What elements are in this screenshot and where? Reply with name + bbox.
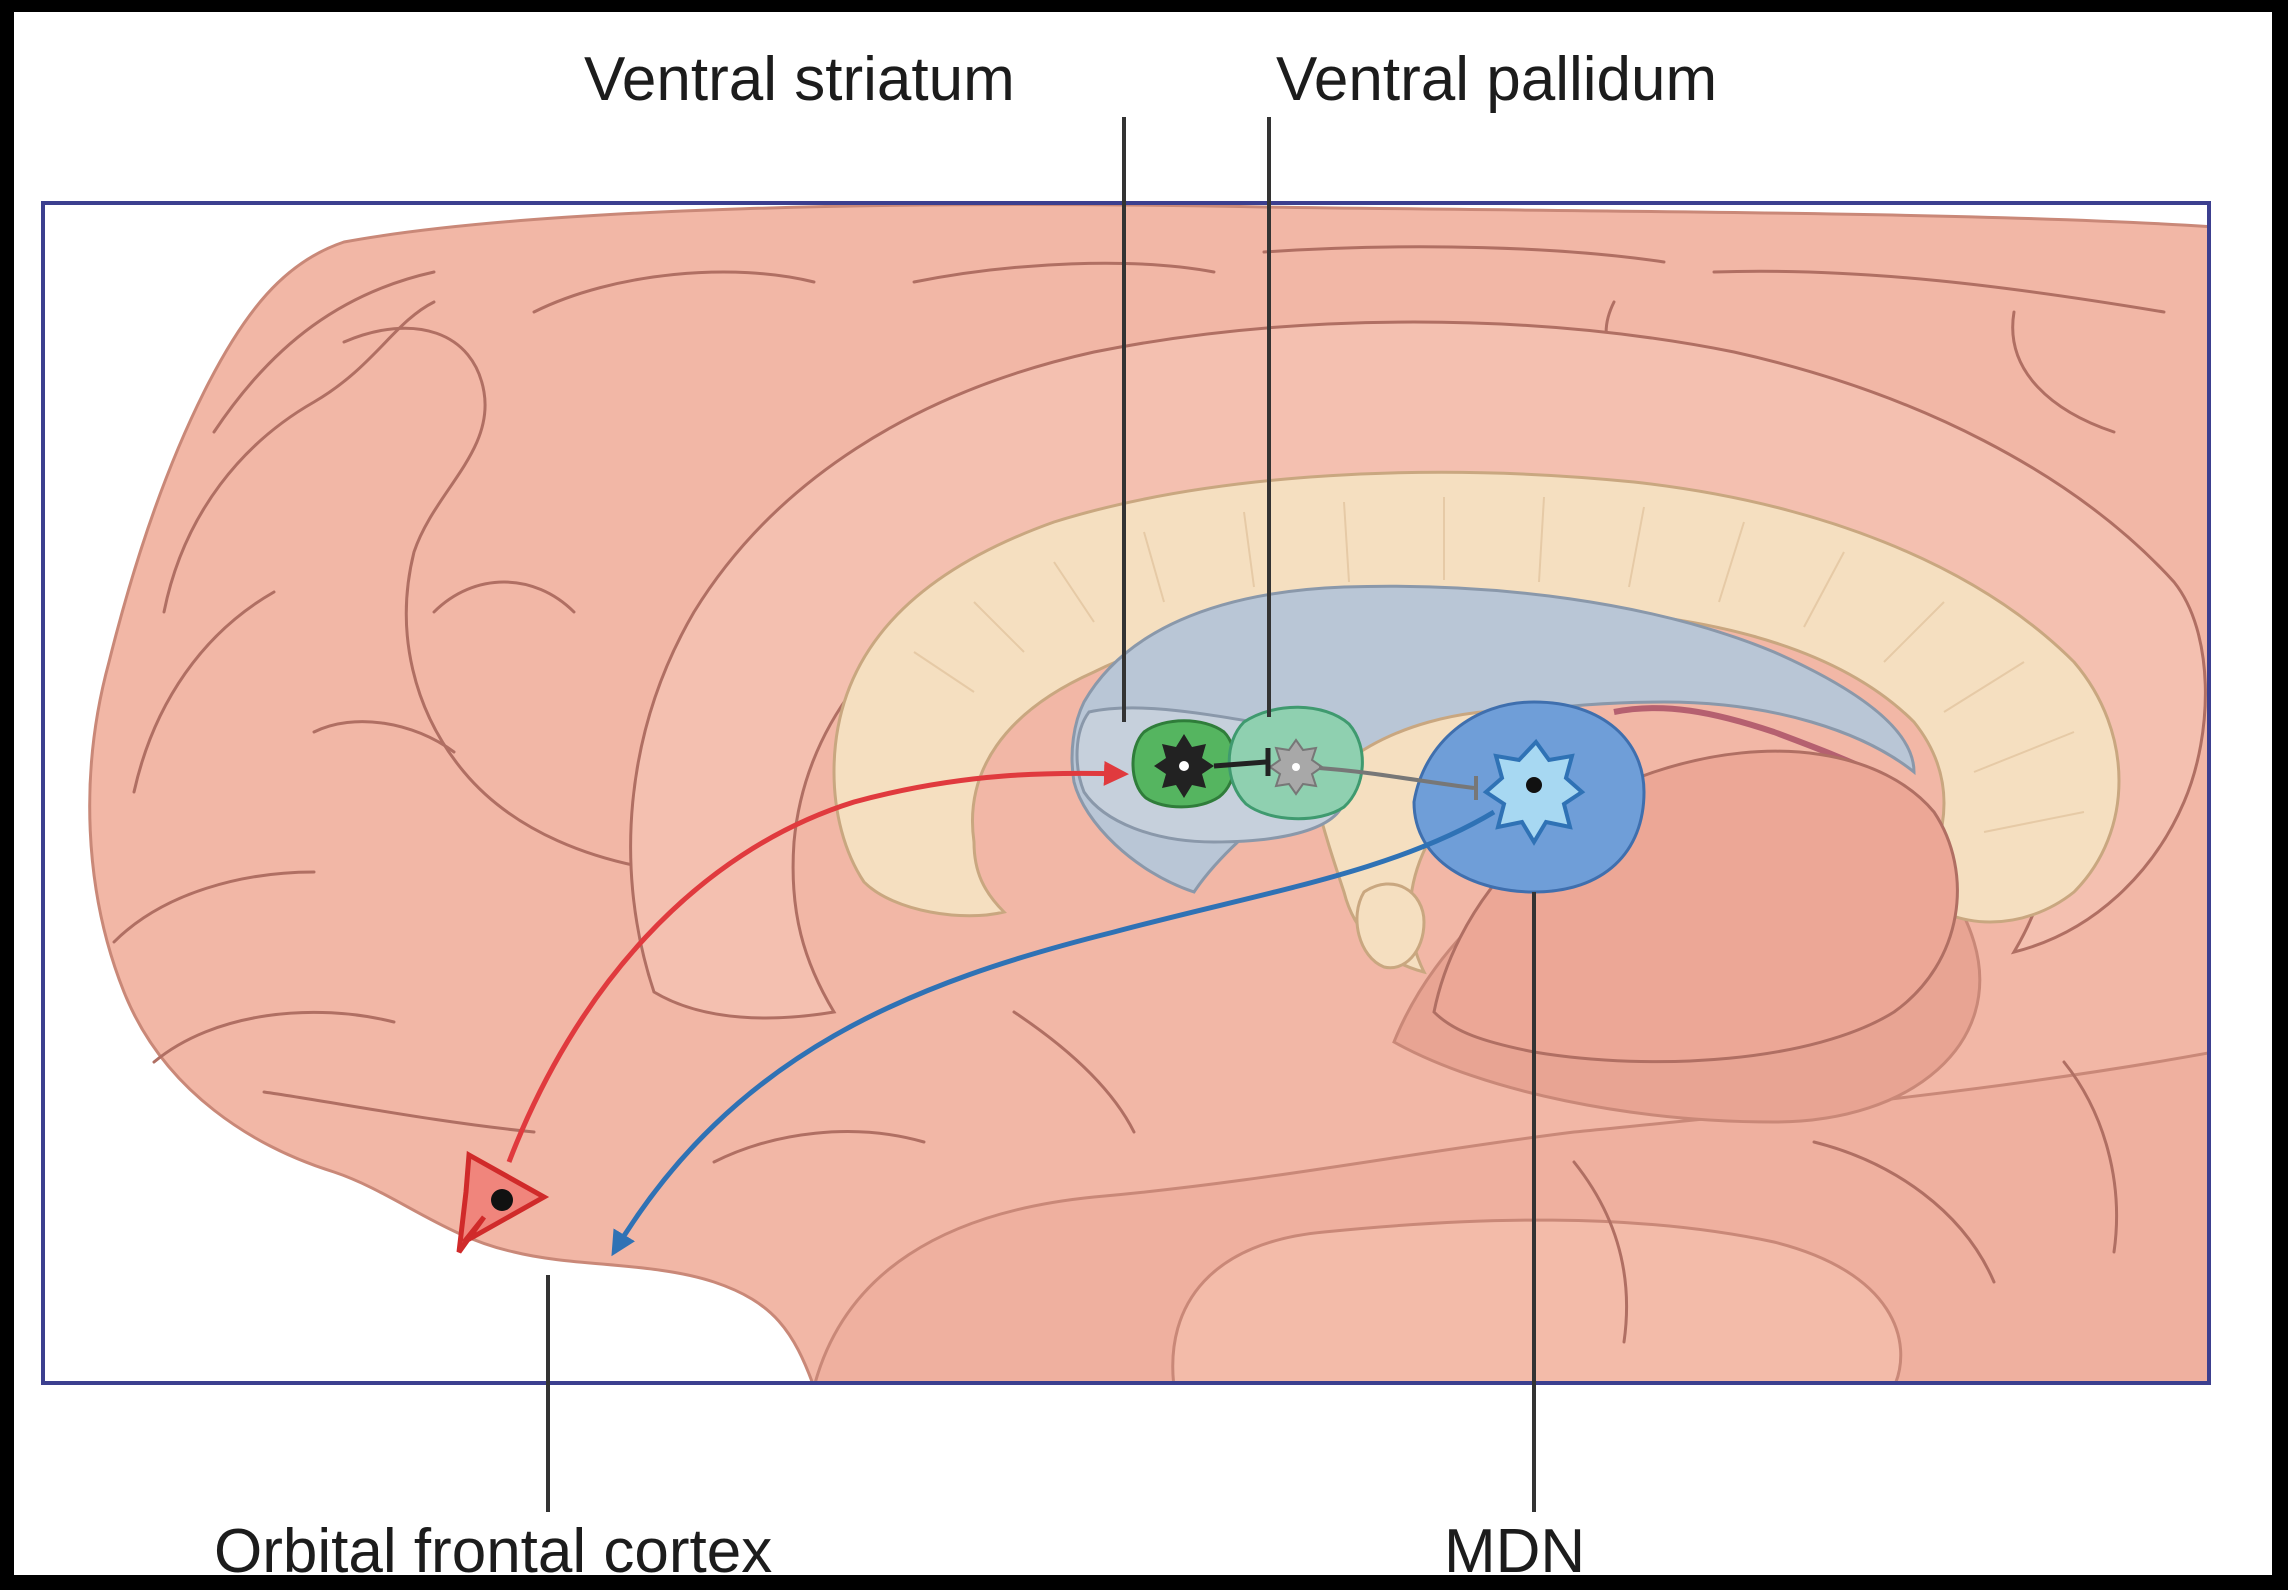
callosum-striations (913, 496, 2085, 833)
projection-mdn-to-ofc (611, 809, 1496, 1257)
ventral-striatum-neuron (1131, 719, 1237, 809)
lateral-ventricle (1070, 584, 1916, 894)
figure: Ventral striatum Ventral pallidum Orbita… (14, 12, 2272, 1575)
anterior-commissure (1355, 882, 1426, 970)
label-ventral-striatum: Ventral striatum (584, 45, 1015, 114)
leader-lines (546, 117, 1536, 1512)
inhibitory-connections (1213, 748, 1271, 776)
label-ventral-pallidum: Ventral pallidum (1276, 45, 1717, 114)
label-mdn: MDN (1444, 1517, 1585, 1575)
gyri-lines (112, 245, 2166, 1344)
projection-ofc-to-striatum (506, 760, 1129, 1163)
temporal-gyrus (1171, 1218, 1903, 1383)
label-orbital-frontal-cortex: Orbital frontal cortex (214, 1517, 772, 1575)
brain-circuit-diagram: Ventral striatum Ventral pallidum Orbita… (41, 45, 2211, 1575)
orbitofrontal-neuron (456, 1150, 550, 1254)
pallidum-to-mdn-connection (1318, 766, 1478, 800)
ventral-pallidum-neuron (1227, 705, 1364, 821)
mdn-neuron (1482, 738, 1586, 846)
